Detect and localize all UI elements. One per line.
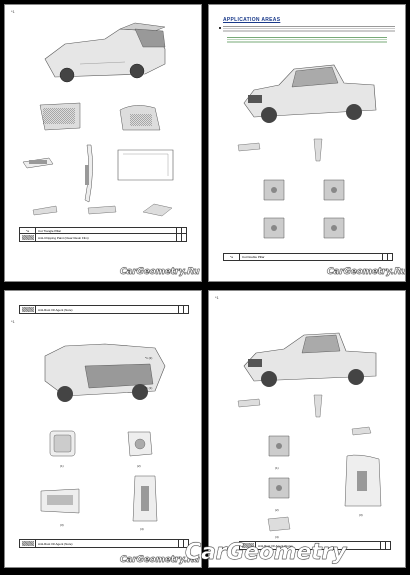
hinge-figure-2 [323,179,345,201]
note-text [227,36,387,43]
legend-swatch-cell [20,306,36,313]
legend-mark [387,254,392,260]
hatched-swatch [21,307,34,312]
legend-swatch-cell [240,542,256,549]
figure-label: (4) [140,527,144,531]
legend-row: Anti-Rust Oil Agent (Note) [20,306,188,313]
pillar-trim-figure [84,144,93,203]
hinge-figure-3 [263,217,285,239]
page-3: Anti-Rust Oil Agent (Note) *1 *1 (2) *1 … [4,290,202,568]
clip-part [351,426,372,436]
legend-desc: Anti-Chipping Paint (Clear Resin Film) [38,235,89,240]
legend-mark [385,542,390,549]
legend-table: Anti-Rust Oil Agent (Note) [239,541,391,550]
pickup-truck-illustration [243,332,377,387]
pickup-truck-rear-illustration [44,343,166,402]
fuel-door-figure [127,431,153,457]
body-panel-detail-right [119,105,161,131]
legend-table-top: Anti-Rust Oil Agent (Note) [19,305,189,314]
legend-key: *a [20,228,36,233]
page-1: *1 *a Cut T [4,4,202,282]
figure-label: (3) [359,513,363,517]
figure-label: (3) [60,523,64,527]
legend-table: *a Cut Double Pillar [223,253,393,261]
legend-desc: Cut Double Pillar [242,255,265,259]
legend-mark [178,306,183,313]
legend-swatch-cell [20,540,36,547]
hinge-figure-1 [268,435,290,457]
legend-mark [176,234,181,241]
rear-pillar-figure [132,475,158,522]
callout-label: *1 (1) [145,386,153,390]
legend-row: Anti-Rust Oil Agent (Note) [240,542,390,549]
legend-mark [181,234,186,241]
body-panel-detail-left [39,102,81,131]
figure-label: (1) [275,466,279,470]
page-4: *1 (1) (2) (3) (4) Anti-Rust Oil Agent (… [208,290,406,568]
watermark-small: CarGeometry.Ru [327,267,406,277]
hinge-part-right [313,138,323,162]
page-number: *1 [11,319,15,324]
hinge-part-right [313,394,323,418]
fuel-cap-figure [49,430,76,457]
small-bracket-figure [267,516,291,532]
legend-row: *a Cut Trangle Pillar [20,228,186,234]
small-part-3 [142,203,173,217]
section-heading: APPLICATION AREAS [223,17,281,23]
hatched-swatch [241,543,254,548]
page-2: APPLICATION AREAS *a Cut Double Pillar [208,4,406,282]
small-part-1 [32,205,58,216]
small-part-2 [87,205,117,215]
figure-label: (2) [137,464,141,468]
legend-mark [380,542,385,549]
callout-label: *1 (2) [145,356,153,360]
legend-desc: Anti-Rust Oil Agent (Note) [38,541,73,546]
hinge-part-left [237,142,261,152]
frame-bracket-figure [117,149,174,181]
pickup-truck-illustration [243,64,377,123]
legend-mark [176,228,181,233]
figure-label: (2) [275,508,279,512]
pickup-truck-illustration [44,22,166,83]
molding-strip-figure [22,157,54,169]
legend-table-bottom: Anti-Rust Oil Agent (Note) [19,539,189,548]
hatched-swatch [21,541,34,546]
legend-swatch-cell [20,234,36,241]
legend-mark [183,540,188,547]
legend-table: *a Cut Trangle Pillar Anti-Chipping Pain… [19,227,187,242]
tail-lamp-figure [40,488,80,514]
rear-body-figure [344,454,382,507]
legend-desc: Anti-Rust Oil Agent (Note) [258,543,293,548]
hinge-figure-4 [323,217,345,239]
bullet-icon [219,27,221,29]
legend-row: *a Cut Double Pillar [224,254,392,260]
legend-mark [181,228,186,233]
hinge-figure-2 [268,477,290,499]
hinge-figure-1 [263,179,285,201]
legend-mark [382,254,387,260]
figure-label: (1) [60,464,64,468]
legend-desc: Anti-Rust Oil Agent (Note) [38,307,73,312]
watermark-big: CarGeometry [185,540,347,565]
instruction-text [223,25,395,33]
legend-desc: Cut Trangle Pillar [38,228,62,233]
watermark-small: CarGeometry.Ru [120,555,200,565]
legend-mark [178,540,183,547]
legend-row: Anti-Rust Oil Agent (Note) [20,540,188,547]
legend-mark [183,306,188,313]
page-number: *1 [11,9,15,14]
legend-key: *a [224,254,240,260]
legend-row: Anti-Chipping Paint (Clear Resin Film) [20,234,186,241]
hatched-swatch [21,235,34,240]
hinge-part-left [237,398,261,408]
figure-label: (4) [275,535,279,539]
page-number: *1 [215,295,219,300]
watermark-small: CarGeometry.Ru [120,267,200,277]
